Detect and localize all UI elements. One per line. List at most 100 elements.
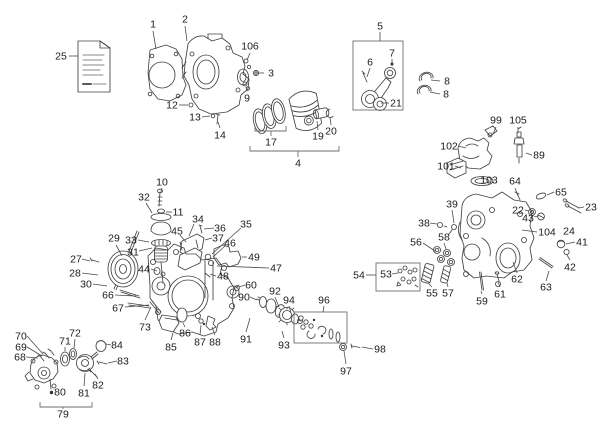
leader-line-63 [545, 270, 550, 282]
part-label-92: 92 [269, 286, 281, 298]
part-label-60: 60 [245, 280, 257, 292]
leader-line-91 [245, 317, 251, 333]
leader-line-23 [577, 206, 585, 209]
part-label-71: 71 [59, 336, 71, 348]
oil-strainer [158, 307, 217, 333]
leader-line-28 [81, 272, 99, 276]
part-label-104: 104 [538, 227, 556, 239]
thermostat-housing [457, 125, 498, 170]
part-label-22: 22 [512, 205, 524, 217]
part-label-29: 29 [108, 233, 120, 245]
crank-bearing-shells [416, 71, 434, 95]
leader-line-66 [114, 294, 137, 297]
part-label-58: 58 [438, 232, 450, 244]
leader-line-87 [199, 324, 202, 336]
part-label-102: 102 [440, 141, 458, 153]
valve-stem-assembly [150, 188, 172, 284]
part-label-84: 84 [111, 340, 123, 352]
leader-line-89 [525, 152, 533, 156]
part-label-55: 55 [426, 288, 438, 300]
part-label-46: 46 [224, 238, 236, 250]
part-label-82: 82 [92, 380, 104, 392]
rocker-parts [298, 315, 341, 343]
part-label-73: 73 [139, 322, 151, 334]
part-label-48: 48 [217, 271, 229, 283]
leader-line-61 [497, 281, 501, 288]
leader-line-72 [73, 338, 76, 349]
leader-line-9 [245, 86, 248, 92]
part-label-47: 47 [270, 263, 282, 275]
leader-line-67 [124, 304, 150, 308]
part-label-20: 20 [325, 126, 337, 138]
part-label-24: 24 [563, 226, 575, 238]
leader-line-68 [25, 356, 39, 359]
part-label-39: 39 [446, 199, 458, 211]
leader-line-84 [105, 343, 112, 346]
leader-line-98 [361, 346, 374, 350]
part-label-81: 81 [78, 388, 90, 400]
part-label-99: 99 [490, 115, 502, 127]
leader-line-44 [150, 268, 158, 272]
part-label-44: 44 [138, 264, 150, 276]
leader-line-97 [343, 350, 347, 365]
leader-line-33 [137, 239, 150, 243]
part-label-97: 97 [340, 366, 352, 378]
leader-line-39 [451, 209, 455, 224]
part-label-69: 69 [15, 342, 27, 354]
part-label-31: 31 [127, 247, 139, 259]
part-label-67: 67 [112, 303, 124, 315]
part-label-28: 28 [69, 268, 81, 280]
leader-line-20 [329, 116, 332, 126]
part-label-34: 34 [192, 214, 204, 226]
part-label-79: 79 [57, 409, 69, 421]
part-label-35: 35 [240, 219, 252, 231]
part-label-89: 89 [533, 150, 545, 162]
rocker-parts-kit-box [293, 311, 348, 344]
cylinder-gasket [147, 44, 187, 102]
part-label-32: 32 [138, 192, 150, 204]
leader-line-81 [83, 372, 86, 387]
part-label-56: 56 [410, 237, 422, 249]
part-label-45: 45 [171, 226, 183, 238]
part-label-30: 30 [80, 279, 92, 291]
cylinder-head [457, 191, 535, 287]
leader-line-43 [533, 215, 539, 218]
leader-line-45 [179, 234, 187, 243]
part-label-25: 25 [55, 51, 67, 63]
part-label-10: 10 [156, 177, 168, 189]
leader-line-88 [211, 326, 216, 336]
part-label-91: 91 [240, 334, 252, 346]
leader-line-27 [81, 258, 91, 262]
part-label-49: 49 [248, 252, 260, 264]
drain-ball [49, 378, 54, 395]
leader-line-65 [546, 191, 555, 196]
part-label-61: 61 [494, 289, 506, 301]
leader-line-82 [94, 373, 99, 380]
part-label-9: 9 [244, 93, 250, 105]
part-label-70: 70 [15, 331, 27, 343]
leader-line-19 [316, 120, 319, 131]
part-label-7: 7 [389, 48, 395, 60]
leader-line-69 [26, 346, 43, 357]
leader-line-48 [209, 273, 217, 277]
part-label-59: 59 [476, 296, 488, 308]
valve-springs [420, 263, 452, 284]
part-label-105: 105 [509, 115, 527, 127]
part-label-103: 103 [480, 175, 498, 187]
part-label-8: 8 [444, 76, 450, 88]
leader-line-62 [512, 261, 518, 274]
leader-line-2 [184, 25, 188, 42]
leader-line-104 [521, 229, 538, 233]
leader-line-94 [288, 305, 292, 314]
part-label-65: 65 [555, 187, 567, 199]
leader-line-35 [211, 227, 242, 255]
part-label-90: 90 [238, 292, 250, 304]
water-pump-housing [24, 354, 59, 390]
piston-assembly-bracket [249, 146, 340, 157]
pump-gasket-ring [69, 348, 77, 360]
outlet-flange [470, 176, 494, 186]
leader-line-70 [26, 335, 44, 355]
part-label-14: 14 [214, 130, 226, 142]
leader-line-92 [274, 296, 280, 308]
